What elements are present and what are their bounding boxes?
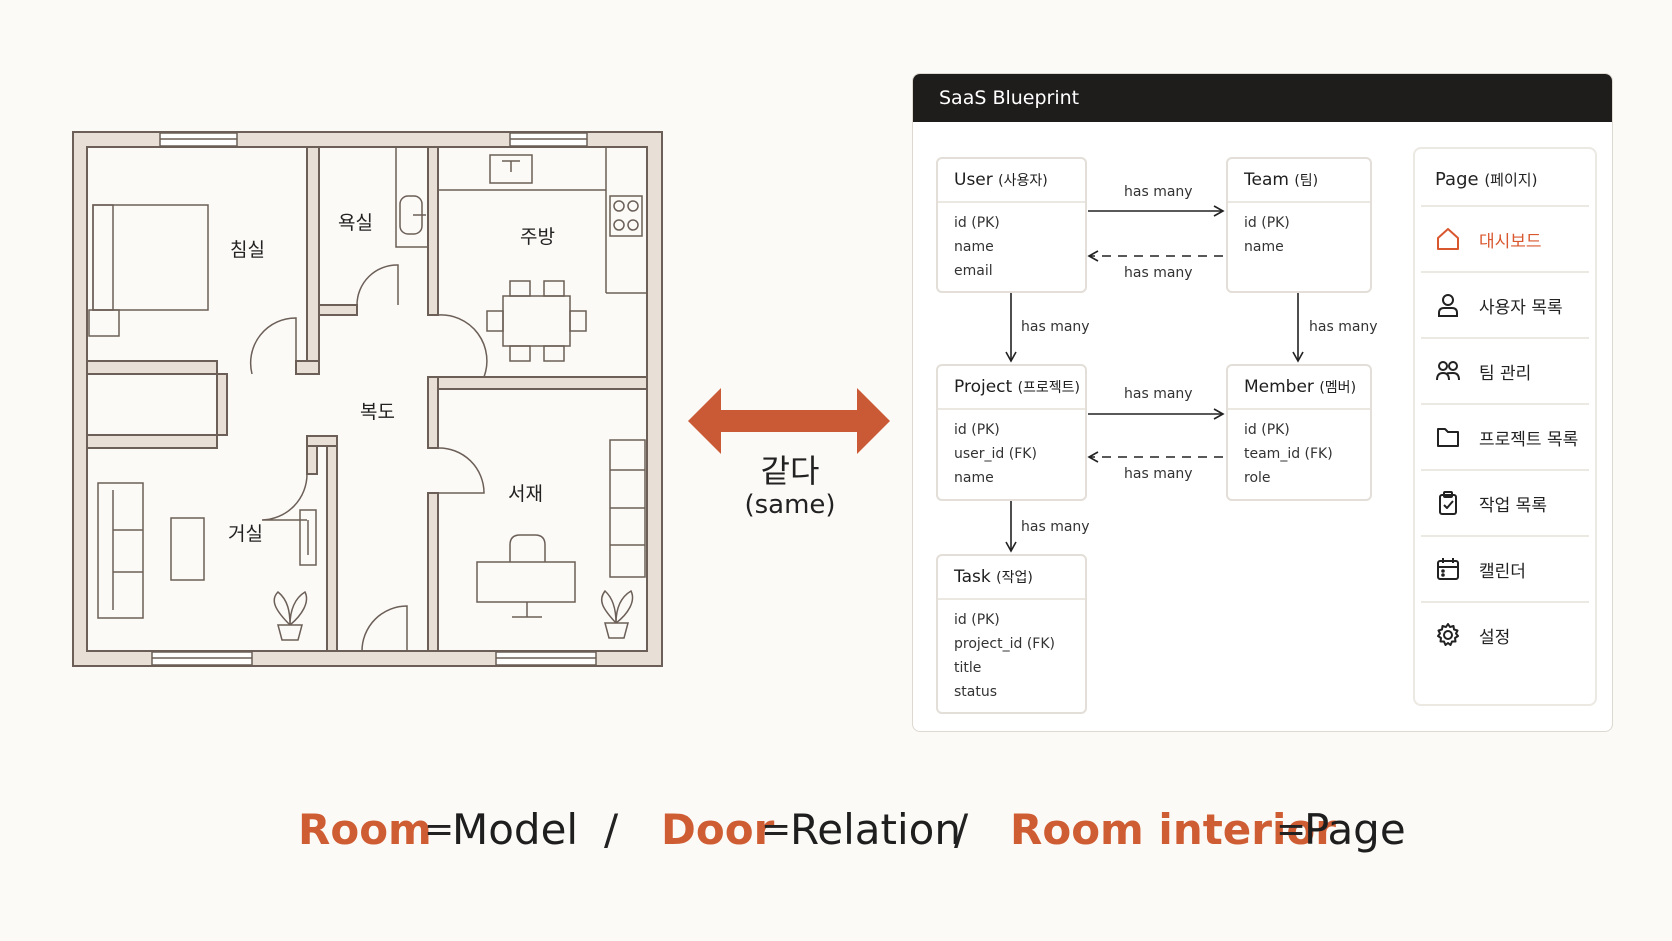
relation-lines — [1005, 205, 1304, 553]
field: status — [954, 684, 998, 700]
caption: Room = Model / Door = Relation / Room in… — [0, 802, 1672, 872]
page-item-teams[interactable]: 팀 관리 — [1421, 339, 1589, 405]
page-item-projects[interactable]: 프로젝트 목록 — [1421, 405, 1589, 471]
relation-label-project-task: has many — [1021, 519, 1090, 535]
field: project_id (FK) — [954, 636, 1055, 652]
page-item-calendar[interactable]: 캘린더 — [1421, 537, 1589, 603]
field: name — [1244, 239, 1284, 255]
model-user[interactable]: User (사용자) id (PK) name email — [936, 157, 1087, 293]
model-team[interactable]: Team (팀) id (PK) name — [1226, 157, 1372, 293]
relation-label-team-user: has many — [1124, 265, 1193, 281]
page-item-label: 작업 목록 — [1479, 495, 1547, 516]
clipboard-check-icon — [1439, 491, 1457, 515]
room-label-bathroom: 욕실 — [338, 212, 373, 234]
model-member-name: Member — [1244, 377, 1314, 397]
model-team-name: Team — [1244, 170, 1289, 190]
field: id (PK) — [1244, 422, 1290, 438]
saas-blueprint-window: SaaS Blueprint User (사용자) id (PK) name e… — [912, 73, 1613, 732]
page-item-settings[interactable]: 설정 — [1421, 603, 1589, 667]
model-member-ko: (멤버) — [1319, 380, 1357, 396]
page-item-label: 프로젝트 목록 — [1479, 429, 1579, 450]
page-item-label: 대시보드 — [1479, 231, 1542, 252]
model-task-name: Task — [954, 567, 991, 587]
caption-separator: / — [604, 805, 619, 854]
page-panel-header: Page (페이지) — [1421, 149, 1589, 207]
field: name — [954, 239, 994, 255]
page-panel-title: Page — [1435, 169, 1479, 190]
model-project-name: Project — [954, 377, 1013, 397]
home-icon — [1437, 228, 1459, 250]
field: email — [954, 263, 993, 279]
field: name — [954, 470, 994, 486]
model-team-ko: (팀) — [1294, 173, 1319, 189]
model-task[interactable]: Task (작업) id (PK) project_id (FK) title … — [936, 554, 1087, 714]
same-label-ko: 같다 — [760, 452, 820, 490]
field: id (PK) — [954, 612, 1000, 628]
calendar-icon — [1437, 558, 1459, 580]
folder-icon — [1437, 428, 1459, 447]
floor-plan: 침실 욕실 주방 복도 거실 서재 — [72, 131, 663, 667]
caption-relation: Relation — [790, 805, 961, 854]
field: team_id (FK) — [1244, 446, 1333, 462]
page-item-label: 팀 관리 — [1479, 363, 1532, 384]
relation-label-team-member: has many — [1309, 319, 1378, 335]
model-user-name: User — [954, 170, 993, 190]
users-icon — [1436, 361, 1460, 381]
caption-door: Door — [661, 805, 775, 854]
room-label-bedroom: 침실 — [230, 239, 265, 261]
room-label-kitchen: 주방 — [520, 226, 555, 248]
relation-label-member-project: has many — [1124, 466, 1193, 482]
field: role — [1244, 470, 1271, 486]
page-panel-title-ko: (페이지) — [1484, 171, 1538, 189]
caption-separator: / — [954, 805, 969, 854]
caption-equals: = — [761, 809, 792, 850]
same-label-en: (same) — [744, 490, 836, 520]
field: id (PK) — [954, 215, 1000, 231]
room-label-living: 거실 — [228, 523, 263, 545]
field: title — [954, 660, 982, 676]
room-label-hallway: 복도 — [360, 401, 395, 423]
gear-icon — [1437, 623, 1459, 646]
page-item-users[interactable]: 사용자 목록 — [1421, 273, 1589, 339]
caption-equals: = — [424, 809, 455, 850]
page-item-label: 설정 — [1479, 627, 1511, 648]
caption-room: Room — [298, 805, 432, 854]
relation-label-user-project: has many — [1021, 319, 1090, 335]
field: user_id (FK) — [954, 446, 1037, 462]
field: id (PK) — [954, 422, 1000, 438]
user-icon — [1438, 294, 1458, 317]
model-project[interactable]: Project (프로젝트) id (PK) user_id (FK) name — [936, 364, 1087, 501]
blueprint-title: SaaS Blueprint — [913, 74, 1612, 122]
caption-page: Page — [1304, 805, 1406, 854]
caption-equals: = — [1276, 809, 1307, 850]
model-project-ko: (프로젝트) — [1017, 380, 1081, 396]
model-member[interactable]: Member (멤버) id (PK) team_id (FK) role — [1226, 364, 1372, 501]
model-task-ko: (작업) — [996, 570, 1033, 586]
page-item-tasks[interactable]: 작업 목록 — [1421, 471, 1589, 537]
page-item-dashboard[interactable]: 대시보드 — [1421, 207, 1589, 273]
caption-room-interior: Room interior — [1010, 805, 1336, 854]
caption-model: Model — [452, 805, 579, 854]
relation-label-user-team: has many — [1124, 184, 1193, 200]
double-arrow-icon — [688, 388, 890, 454]
room-label-study: 서재 — [508, 483, 543, 505]
page-panel: Page (페이지) 대시보드 사용자 목록 팀 관리 프로젝트 목록 작업 목… — [1413, 147, 1597, 706]
page-item-label: 캘린더 — [1479, 561, 1526, 582]
field: id (PK) — [1244, 215, 1290, 231]
relation-label-project-member: has many — [1124, 386, 1193, 402]
model-user-ko: (사용자) — [998, 173, 1048, 189]
page-item-label: 사용자 목록 — [1479, 297, 1563, 318]
